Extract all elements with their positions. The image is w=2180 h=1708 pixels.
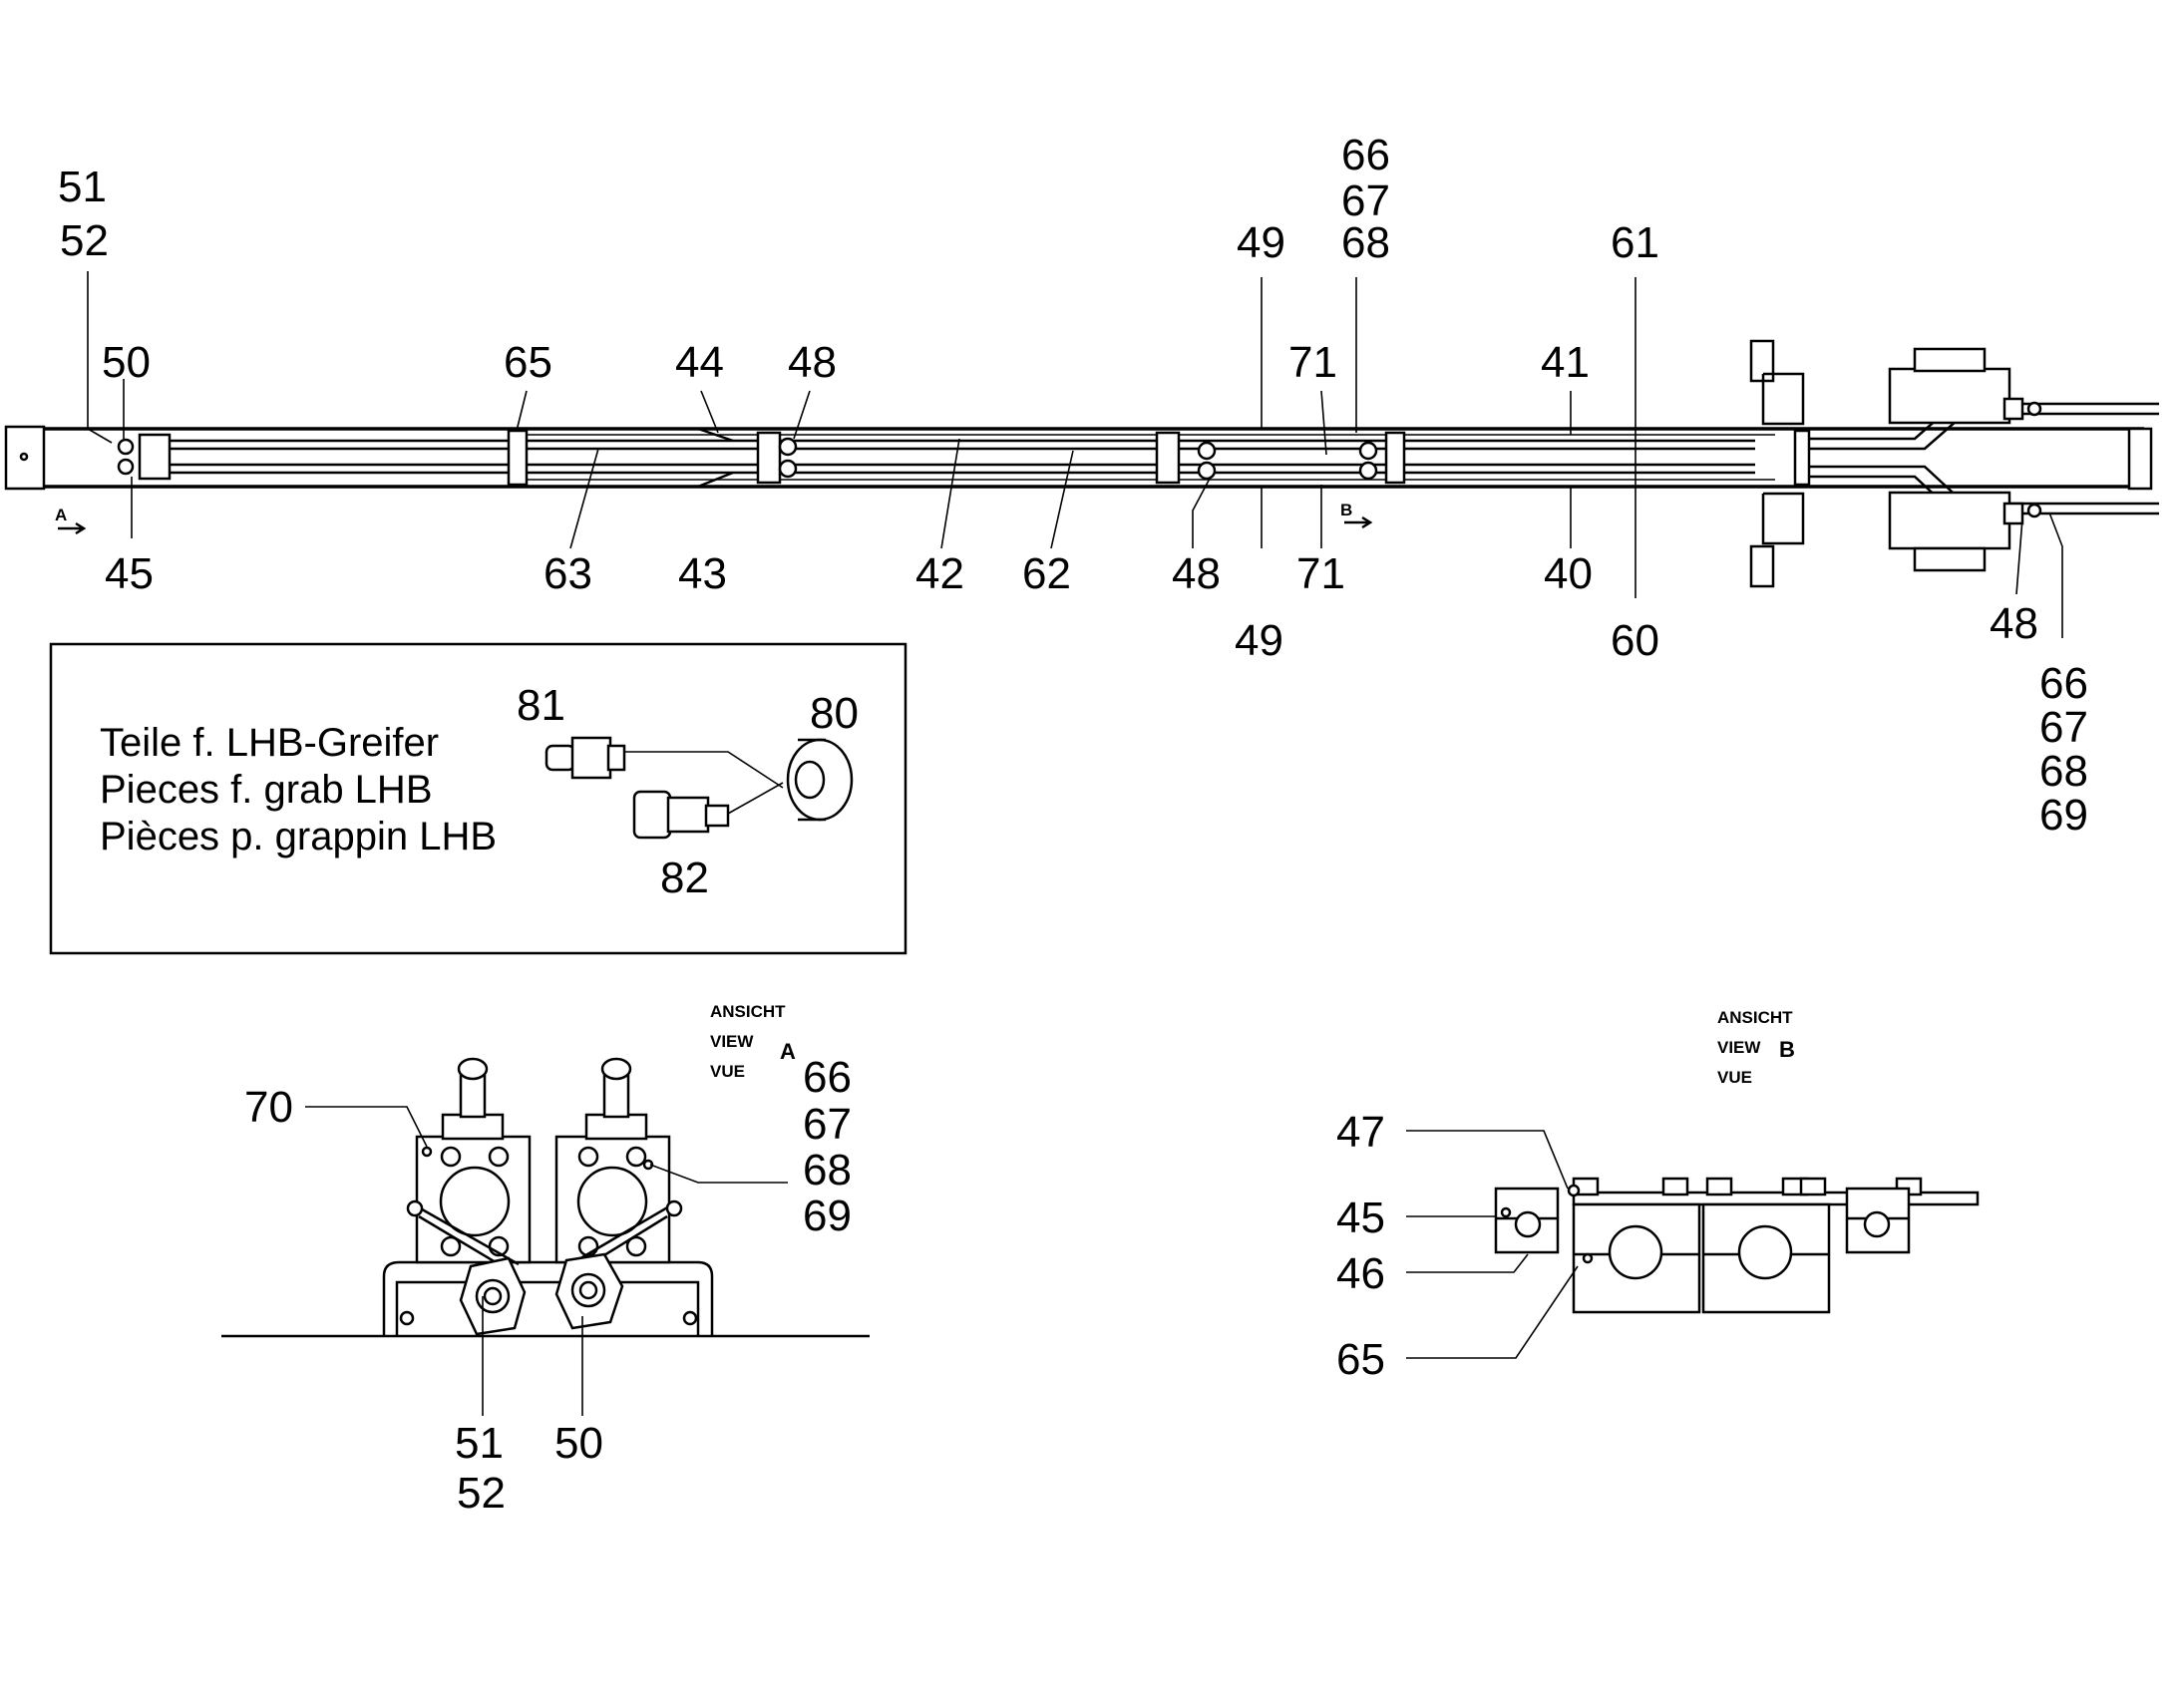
callout-52: 52 — [60, 216, 109, 265]
callout-45: 45 — [105, 549, 154, 598]
pivot-frame — [1888, 367, 2011, 425]
view-b-callout-47: 47 — [1336, 1108, 1385, 1157]
callout-71: 71 — [1296, 549, 1345, 598]
boom-left-end — [4, 425, 46, 491]
view-b-vue: VUE — [1717, 1068, 1752, 1087]
view-a-callout-67: 67 — [803, 1100, 852, 1149]
callout-67: 67 — [1341, 176, 1390, 225]
callout-68: 68 — [2039, 747, 2088, 796]
callout-44: 44 — [675, 338, 724, 387]
callout-67: 67 — [2039, 703, 2088, 752]
view-a-letter: A — [780, 1039, 796, 1064]
callout-63: 63 — [544, 549, 592, 598]
coupling-65 — [507, 429, 529, 487]
clamp-assembly — [1494, 1177, 1980, 1314]
callout-48: 48 — [788, 338, 837, 387]
part-81-nipple — [545, 736, 626, 780]
callout-51: 51 — [58, 163, 107, 211]
view-a-hoses — [416, 1204, 670, 1273]
callout-49: 49 — [1235, 616, 1283, 665]
view-a-vue: VUE — [710, 1062, 745, 1081]
callout-82: 82 — [660, 854, 709, 902]
callout-65: 65 — [504, 338, 552, 387]
callout-66: 66 — [2039, 659, 2088, 708]
cylinder-bottom — [1749, 492, 1805, 588]
callout-68: 68 — [1341, 218, 1390, 267]
parts-box-line1: Teile f. LHB-Greifer — [100, 721, 439, 765]
view-arrow-b: B — [1340, 501, 1373, 529]
callout-81: 81 — [517, 681, 565, 730]
callout-48: 48 — [1172, 549, 1221, 598]
svg-text:A: A — [55, 506, 67, 524]
coupling-48-right — [1155, 431, 1217, 485]
callout-50: 50 — [102, 338, 151, 387]
callout-42: 42 — [915, 549, 964, 598]
callouts-top: 51 52 50 45 65 63 44 43 48 42 62 48 49 4… — [58, 131, 2088, 840]
part-82-union — [632, 790, 730, 840]
callout-80: 80 — [810, 689, 859, 738]
view-arrow-a: A — [55, 506, 87, 535]
view-a-leaders — [305, 1106, 788, 1416]
callout-48: 48 — [1990, 599, 2038, 648]
view-a-callout-52: 52 — [457, 1469, 506, 1518]
parts-box-line3: Pièces p. grappin LHB — [100, 815, 497, 858]
view-b: ANSICHT VIEW VUE B — [1336, 1008, 1980, 1384]
callout-49: 49 — [1237, 218, 1285, 267]
part-80-ring — [786, 738, 854, 822]
valve-block-right — [554, 1057, 671, 1264]
view-a-base — [382, 1260, 714, 1336]
callout-41: 41 — [1541, 338, 1590, 387]
view-b-callout-65: 65 — [1336, 1335, 1385, 1384]
svg-text:B: B — [1340, 501, 1352, 519]
coupling-left — [117, 433, 172, 481]
boom-assembly: A B — [4, 339, 2159, 588]
view-a-callout-50: 50 — [554, 1419, 603, 1468]
valve-block-left — [415, 1057, 532, 1264]
view-a-callout-70: 70 — [244, 1083, 293, 1132]
callout-40: 40 — [1544, 549, 1593, 598]
boom-outline — [44, 427, 1775, 489]
view-a-callout-66: 66 — [803, 1053, 852, 1102]
view-a-fitting-left — [459, 1256, 527, 1336]
parts-box-frame — [49, 642, 908, 955]
callout-62: 62 — [1022, 549, 1071, 598]
leader-lines-top — [87, 271, 2063, 638]
coupling-60-61 — [1793, 429, 1811, 487]
callout-60: 60 — [1611, 616, 1659, 665]
cylinder-top — [1749, 339, 1805, 426]
view-a-fitting-right — [554, 1252, 624, 1330]
view-b-callout-46: 46 — [1336, 1249, 1385, 1298]
callout-61: 61 — [1611, 218, 1659, 267]
view-a-view: VIEW — [710, 1032, 754, 1051]
callout-43: 43 — [678, 549, 727, 598]
coupling-71 — [1358, 431, 1406, 485]
view-a-callout-51: 51 — [455, 1419, 504, 1468]
callout-66: 66 — [1341, 131, 1390, 179]
view-a-ansicht: ANSICHT — [710, 1002, 786, 1021]
view-b-view: VIEW — [1717, 1038, 1761, 1057]
callout-71: 71 — [1288, 338, 1337, 387]
view-a-callout-69: 69 — [803, 1192, 852, 1240]
hose-lines — [140, 439, 1755, 475]
parts-box: Teile f. LHB-Greifer Pieces f. grab LHB … — [49, 642, 908, 955]
parts-box-leaders — [624, 751, 784, 815]
view-b-ansicht: ANSICHT — [1717, 1008, 1793, 1027]
view-a: ANSICHT VIEW VUE A — [221, 1002, 870, 1518]
parts-box-line2: Pieces f. grab LHB — [100, 768, 433, 812]
view-b-leaders — [1406, 1130, 1579, 1359]
coupling-48-mid — [756, 431, 798, 485]
callout-69: 69 — [2039, 791, 2088, 840]
view-b-letter: B — [1779, 1037, 1795, 1062]
view-b-callout-45: 45 — [1336, 1194, 1385, 1242]
view-a-callout-68: 68 — [803, 1146, 852, 1195]
